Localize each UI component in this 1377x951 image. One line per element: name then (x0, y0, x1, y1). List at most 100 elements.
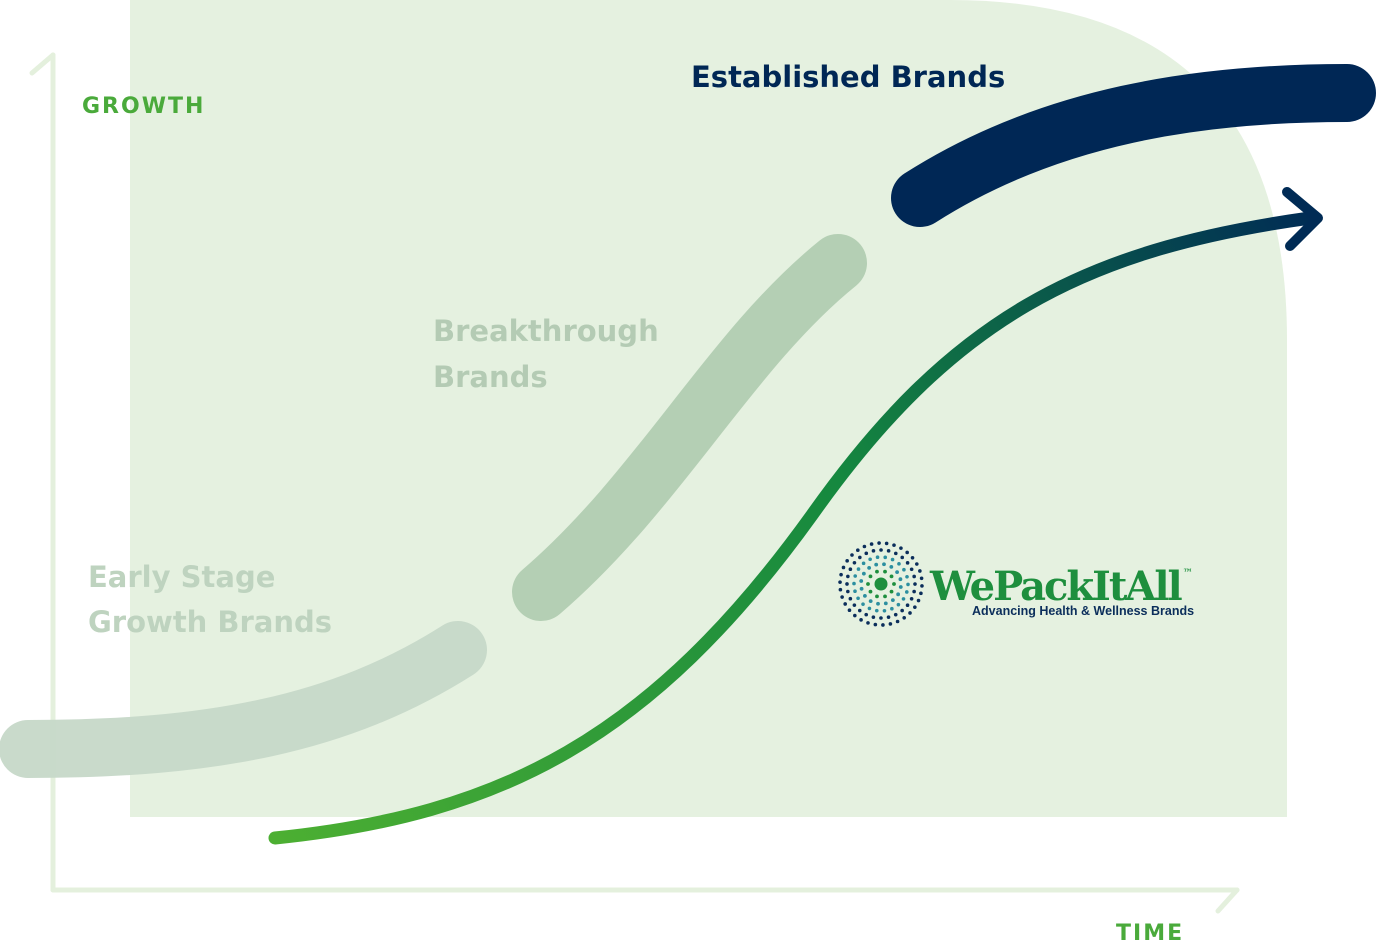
early-stage-stroke (0, 621, 487, 778)
logo-icon-dot (904, 590, 909, 594)
logo-tagline: Advancing Health & Wellness Brands (972, 604, 1194, 618)
logo-icon-dot (838, 580, 842, 584)
logo-icon-dot (848, 567, 853, 572)
logo-icon-dot (905, 561, 910, 565)
logo-icon-dot (915, 562, 919, 566)
logo-icon-dot (841, 565, 846, 570)
logo-icon-dot (840, 595, 844, 599)
logo-icon-dot (876, 601, 880, 606)
logo-icon-dot (838, 587, 843, 592)
logo-icon-dot (893, 551, 898, 556)
logo-icon-dot (869, 542, 874, 546)
logo-icon-dot (890, 557, 895, 562)
logo-icon-dot (905, 574, 909, 579)
breakthrough-label-line2: Brands (433, 360, 548, 394)
logo-icon-dot (874, 562, 879, 567)
logo-icon-center-dot (874, 577, 888, 591)
logo-icon-dot (853, 589, 857, 594)
logo-icon-dot (868, 599, 873, 604)
logo-icon-dot (858, 555, 862, 560)
logo-icon-dot (900, 555, 905, 560)
logo-icon-dot (868, 574, 873, 579)
logo-icon-dot (882, 562, 886, 567)
logo-icon-dot (881, 623, 885, 627)
logo-icon-dot (882, 608, 887, 613)
breakthrough-label: Breakthrough Brands (433, 314, 659, 394)
logo-icon-dot (900, 608, 904, 613)
growth-arrow-line (268, 211, 1317, 845)
growth-arrow-head (1282, 187, 1323, 251)
x-axis-arrowhead (1215, 887, 1240, 914)
logo-icon-dot (896, 592, 901, 597)
logo-icon-dot (888, 622, 893, 626)
logo-icon-dot (895, 570, 899, 575)
logo-icon-dot (905, 550, 909, 555)
logo-icon-dot (859, 586, 864, 591)
logo-icon-dot (868, 557, 872, 562)
logo-icon-dot (871, 549, 876, 553)
logo-icon-dot (908, 611, 912, 615)
logo-icon-dot (852, 581, 856, 586)
logo-icon-dot (867, 566, 872, 570)
logo-icon-dot (886, 549, 891, 553)
logo-icon-dot (883, 555, 888, 560)
logo-icon-dot (839, 572, 843, 577)
logo-icon-dot (902, 567, 906, 572)
logo-icon-dot (850, 553, 854, 557)
logo-icon-dot (879, 616, 883, 620)
logo-icon-dot (864, 612, 869, 617)
logo-icon-dot (897, 562, 901, 566)
logo-icon-dot (884, 541, 889, 546)
logo-icon-dot (848, 596, 853, 601)
logo-icon-dot (893, 612, 898, 617)
breakthrough-stroke (512, 234, 867, 621)
logo-icon-dot (912, 589, 916, 594)
logo-icon-dot (875, 569, 879, 574)
logo-icon-dot (895, 619, 900, 624)
logo-icon-dot (856, 548, 860, 552)
y-axis-label: GROWTH (82, 94, 205, 119)
logo-icon-dot (853, 574, 858, 578)
logo-icon-dot (853, 613, 857, 618)
logo-icon-dot (868, 589, 873, 594)
established-label: Established Brands (691, 60, 1005, 94)
logo-icon-dot (920, 584, 924, 588)
logo-icon-dot (864, 551, 869, 556)
logo-icon-dot (890, 598, 895, 602)
logo-icon-dot (852, 560, 857, 565)
logo-icon-dot (879, 548, 883, 552)
logo-icon-dot (909, 596, 914, 601)
logo-icon-dot (901, 597, 906, 601)
logo-icon-dot (856, 596, 860, 601)
early-stage-label: Early Stage Growth Brands (88, 560, 332, 639)
logo-icon-dot (883, 569, 887, 574)
logo-icon-dot (861, 561, 866, 566)
logo-icon-dot (866, 621, 870, 625)
logo-icon-dot (889, 564, 894, 569)
logo-icon-dot (877, 541, 881, 545)
logo-icon-dot (896, 602, 901, 607)
logo-icon-dot (863, 593, 867, 598)
logo-icon-dot (873, 622, 878, 627)
logo-icon-dot (859, 579, 864, 583)
logo-icon-dot (843, 602, 847, 606)
logo-icon-dot (902, 616, 906, 620)
logo-icon-dot (916, 598, 921, 603)
early-stage-label-line2: Growth Brands (88, 605, 332, 639)
x-axis-label: TIME (1116, 921, 1184, 946)
logo-icon-dot (892, 543, 896, 547)
logo-icon-dot (899, 546, 903, 550)
logo-icon-dot (892, 582, 896, 586)
logo-icon-dot (856, 567, 861, 571)
logo-icon-dot (857, 608, 862, 613)
logo-icon-dot (905, 603, 910, 608)
logo-icon-dot (883, 594, 887, 599)
logo-icon-dot (859, 618, 863, 622)
logo-icon-dot (862, 544, 867, 549)
logo-icon-dot (875, 594, 879, 599)
y-axis-arrowhead (29, 52, 56, 76)
logo-icon-dot (866, 582, 870, 586)
